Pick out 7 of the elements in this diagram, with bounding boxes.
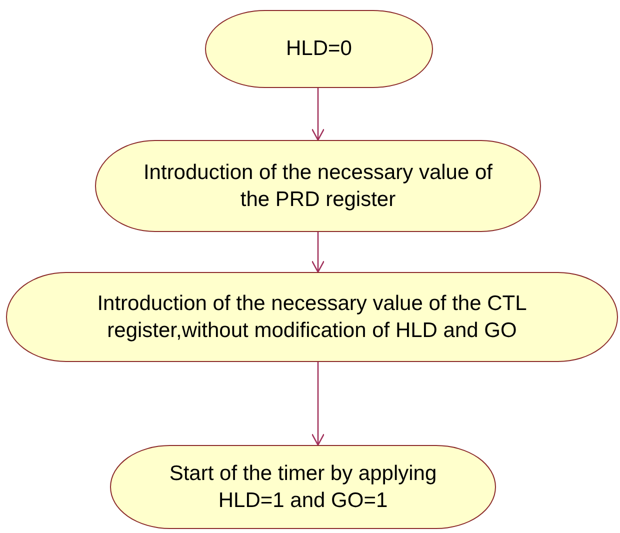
arrow: [311, 232, 325, 273]
arrow: [311, 88, 325, 141]
step-text: HLD=0: [286, 36, 352, 62]
step-text: Introduction of the necessary value of the CTL register,without modification of HLD and GO: [96, 290, 528, 344]
arrow: [311, 362, 325, 446]
step-text: Introduction of the necessary value of the PRD register: [142, 160, 494, 213]
step-text: Start of the timer by applying HLD=1 and GO=1: [168, 460, 438, 514]
